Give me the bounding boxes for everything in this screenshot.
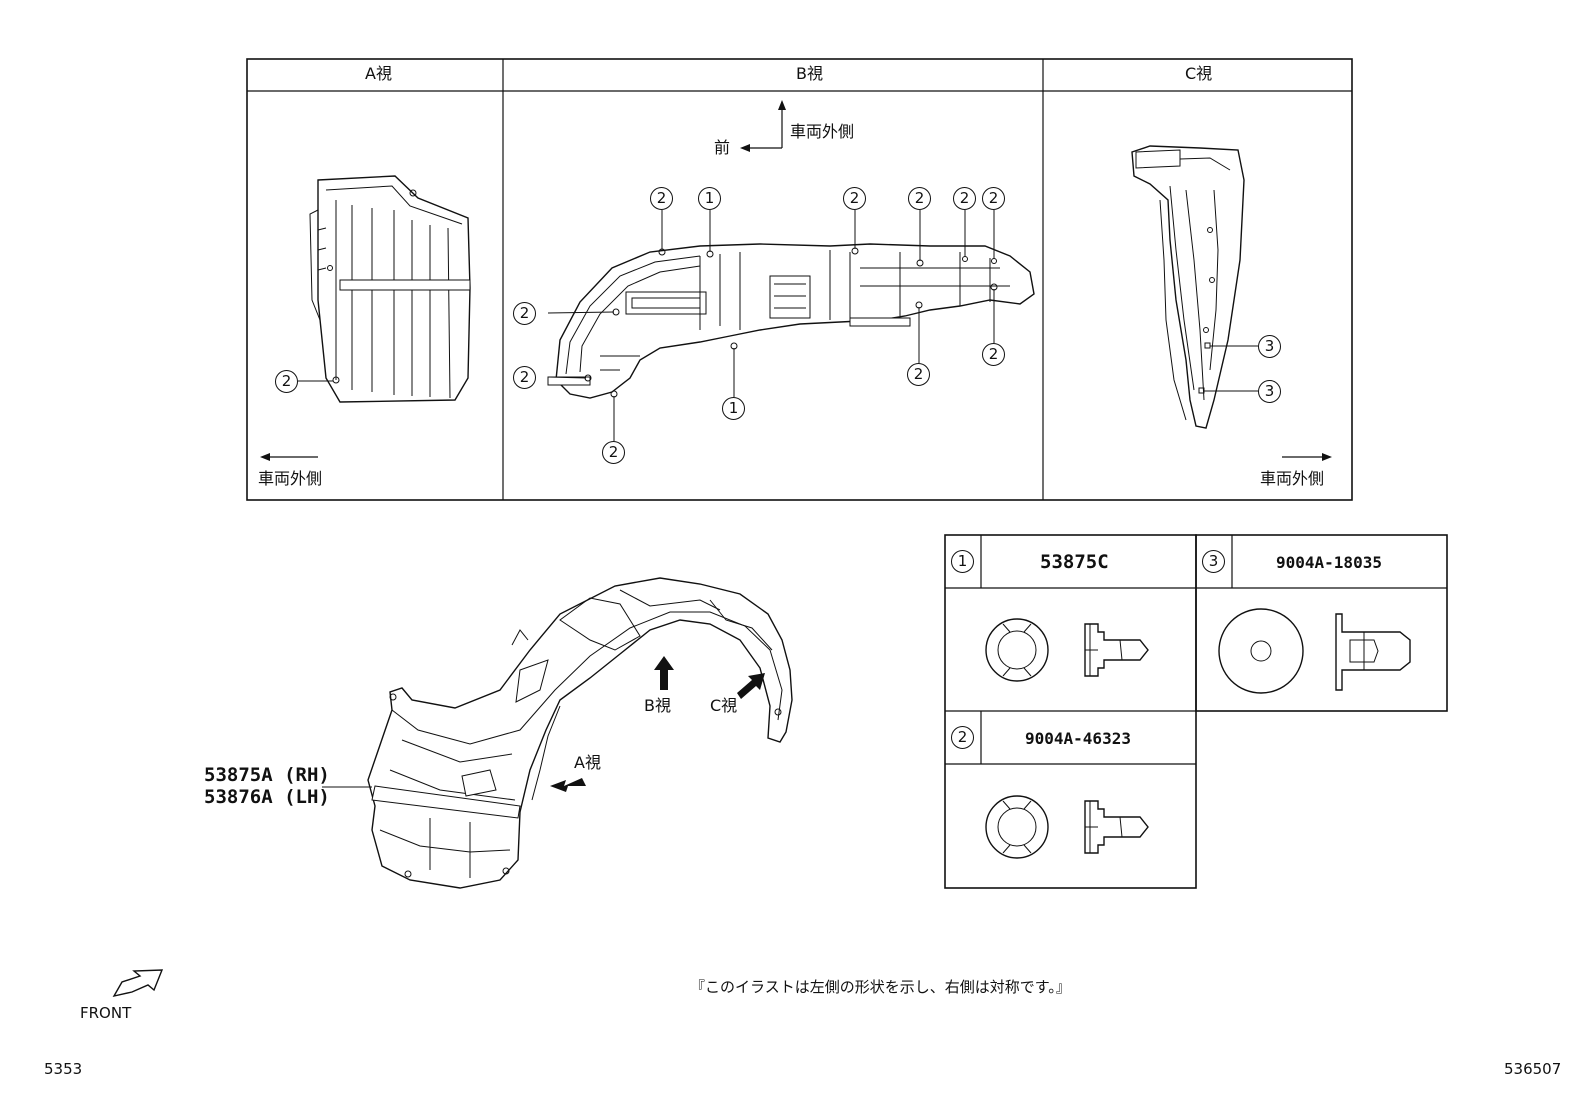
parts-table-grid [944, 534, 1448, 889]
clip-2-drawing [985, 795, 1149, 859]
view-a-title: A視 [365, 64, 392, 83]
table-code-3: 9004A-18035 [1276, 553, 1382, 572]
view-b-front-label: 前 [714, 138, 731, 157]
callout-3: 3 [1258, 380, 1281, 403]
view-frames [246, 58, 1353, 501]
callout-1: 1 [722, 397, 745, 420]
part-number-rh: 53875A (RH) [204, 764, 330, 786]
arrow-b-label: B視 [644, 696, 671, 715]
view-a-direction-label: 車両外側 [258, 469, 323, 488]
callout-2: 2 [908, 187, 931, 210]
page-number-right: 536507 [1504, 1060, 1562, 1078]
view-b-title: B視 [796, 64, 823, 83]
callout-2: 2 [602, 441, 625, 464]
table-callout-2: 2 [951, 726, 974, 749]
view-c-direction-label: 車両外側 [1260, 469, 1325, 488]
view-c-title: C視 [1185, 64, 1213, 83]
arrow-c-label: C視 [710, 696, 738, 715]
part-number-lh: 53876A (LH) [204, 786, 330, 808]
callout-1: 1 [698, 187, 721, 210]
table-code-1: 53875C [1040, 551, 1109, 573]
front-label: FRONT [80, 1004, 132, 1022]
callout-2: 2 [982, 187, 1005, 210]
page-number-left: 5353 [44, 1060, 83, 1078]
callout-3: 3 [1258, 335, 1281, 358]
callout-2: 2 [513, 302, 536, 325]
view-c-liner-drawing [1131, 145, 1332, 461]
callout-2: 2 [275, 370, 298, 393]
callout-2: 2 [650, 187, 673, 210]
callout-2: 2 [953, 187, 976, 210]
table-callout-1: 1 [951, 550, 974, 573]
callout-2: 2 [843, 187, 866, 210]
symmetry-note: 『このイラストは左側の形状を示し、右側は対称です。』 [690, 978, 1071, 996]
main-liner-drawing [322, 577, 793, 889]
view-b-liner-drawing [547, 100, 1035, 441]
arrow-a-label: A視 [574, 753, 601, 772]
table-code-2: 9004A-46323 [1025, 729, 1131, 748]
view-a-liner-drawing [260, 175, 471, 461]
view-b-outer-label: 車両外側 [790, 122, 855, 141]
clip-1-drawing [985, 618, 1149, 682]
front-arrow-icon [112, 969, 164, 998]
callout-2: 2 [982, 343, 1005, 366]
callout-2: 2 [907, 363, 930, 386]
table-callout-3: 3 [1202, 550, 1225, 573]
clip-3-drawing [1218, 608, 1411, 694]
callout-2: 2 [513, 366, 536, 389]
